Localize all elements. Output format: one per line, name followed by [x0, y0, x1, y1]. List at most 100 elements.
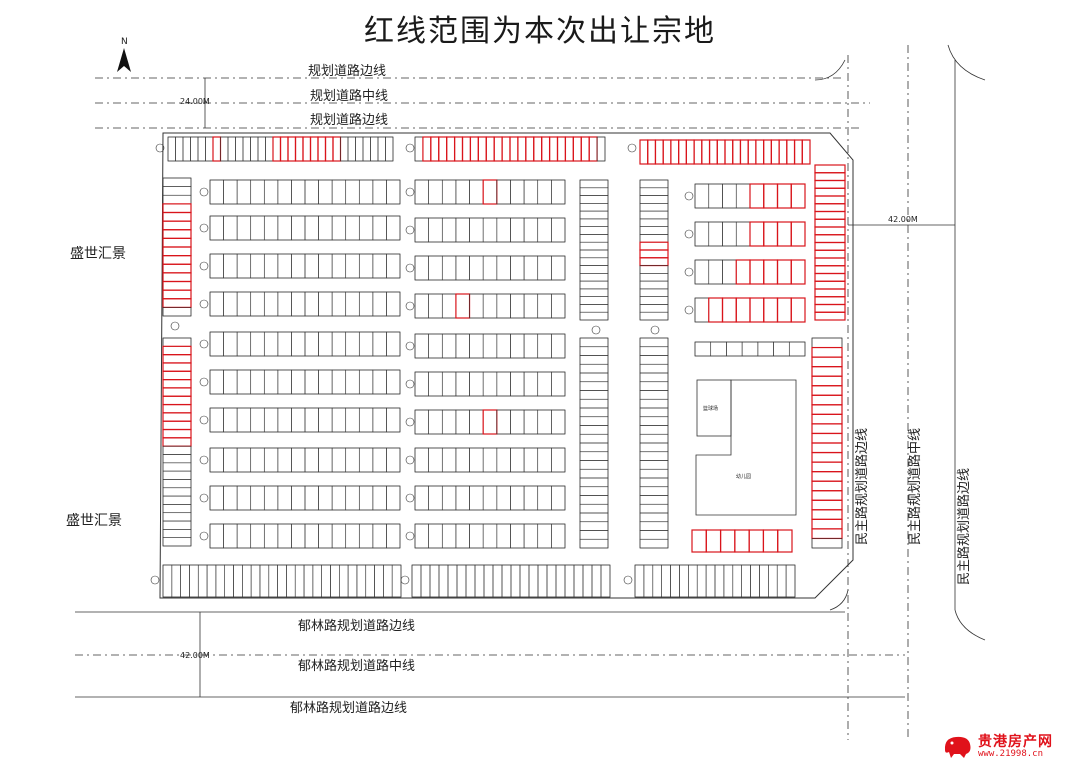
east-road-edge-label-1: 民主路规划道路边线: [854, 428, 870, 545]
parcel-lot: [312, 564, 322, 598]
parcel-lot: [257, 136, 266, 162]
parcel-lot: [365, 564, 375, 598]
parcel-lot: [639, 381, 669, 391]
block-marker: [199, 187, 209, 197]
parcel-lot: [482, 293, 498, 319]
parcel-lot: [679, 564, 689, 598]
parcel-lot: [330, 564, 340, 598]
red-parcel: [735, 259, 751, 285]
parcel-lot: [455, 217, 470, 243]
parcel-lot: [223, 369, 238, 395]
block-marker: [684, 267, 694, 277]
parcel-lot: [263, 369, 279, 395]
red-parcel: [763, 139, 772, 165]
parcel-lot: [496, 179, 511, 205]
parcel-lot: [162, 512, 192, 522]
parcel-lot: [639, 390, 669, 400]
block-marker: [405, 417, 415, 427]
parcel-lot: [414, 371, 566, 397]
parcel-lot: [428, 255, 443, 281]
block-marker: [623, 575, 633, 585]
parcel-lot: [579, 257, 609, 266]
red-parcel: [763, 297, 779, 323]
parcel-lot: [537, 409, 552, 435]
red-parcel: [811, 423, 843, 435]
parcel-lot: [639, 187, 669, 196]
red-parcel: [509, 136, 519, 162]
court-label: 篮球场: [703, 405, 718, 412]
parcel-lot: [579, 521, 609, 531]
parcel-lot: [162, 564, 173, 598]
parcel-lot: [455, 255, 470, 281]
parcel-lot: [277, 179, 292, 205]
parcel-lot: [811, 538, 843, 549]
parcel-lot: [579, 288, 609, 297]
parcel-lot: [162, 445, 192, 455]
parcel-lot: [358, 215, 374, 241]
parcel-lot: [639, 179, 669, 189]
parcel-lot: [250, 369, 265, 395]
parcel-lot: [358, 291, 374, 317]
parcel-lot: [579, 195, 609, 204]
parcel-lot: [209, 447, 224, 473]
parcel-lot: [414, 293, 566, 319]
parcel-lot: [723, 564, 734, 598]
red-parcel: [811, 394, 843, 406]
parcel-lot: [162, 337, 192, 547]
parcel-lot: [259, 564, 270, 598]
red-parcel: [525, 136, 535, 162]
red-parcel: [708, 139, 718, 165]
parcel-lot: [714, 564, 725, 598]
parcel-lot: [579, 265, 609, 274]
parcel-lot: [579, 477, 609, 488]
parcel-lot: [537, 179, 552, 205]
parcel-lot: [579, 203, 609, 212]
parcel-lot: [370, 136, 379, 162]
block-marker: [684, 229, 694, 239]
parcel-lot: [579, 218, 609, 227]
parcel-lot: [331, 331, 347, 357]
parcel-lot: [551, 179, 566, 205]
parcel-lot: [523, 217, 539, 243]
red-parcel: [670, 139, 680, 165]
red-parcel: [162, 272, 192, 283]
parcel-lot: [688, 564, 698, 598]
parcel-lot: [708, 221, 723, 247]
red-parcel: [814, 303, 846, 313]
parcel-lot: [634, 564, 645, 598]
red-parcel: [517, 136, 527, 162]
parcel-lot: [639, 234, 669, 243]
parcel-lot: [496, 293, 511, 319]
block-marker: [199, 261, 209, 271]
parcel-lot: [303, 564, 314, 598]
parcel-lot: [510, 485, 525, 511]
parcel-lot: [250, 215, 265, 241]
red-parcel: [485, 136, 495, 162]
parcel-lot: [345, 485, 360, 511]
parcel-lot: [428, 293, 443, 319]
red-parcel: [811, 356, 843, 368]
red-parcel: [693, 139, 703, 165]
red-parcel: [776, 297, 792, 323]
parcel-lot: [236, 331, 252, 357]
parcel-lot: [206, 564, 217, 598]
parcel-lot: [546, 564, 557, 598]
red-parcel: [814, 179, 846, 189]
parcel-lot: [386, 253, 401, 279]
parcel-lot: [523, 371, 539, 397]
red-parcel: [747, 139, 757, 165]
red-parcel: [814, 234, 846, 244]
parcel-lot: [162, 337, 192, 347]
red-parcel: [811, 490, 843, 501]
parcel-lot: [372, 253, 387, 279]
red-parcel: [776, 259, 792, 285]
parcel-lot: [455, 447, 470, 473]
red-parcel: [814, 195, 846, 205]
red-parcel: [162, 345, 192, 356]
parcel-lot: [358, 253, 374, 279]
parcel-lot: [579, 296, 609, 305]
red-parcel: [814, 210, 846, 220]
red-parcel: [162, 387, 192, 397]
red-parcel: [324, 136, 334, 162]
red-parcel: [162, 412, 192, 422]
